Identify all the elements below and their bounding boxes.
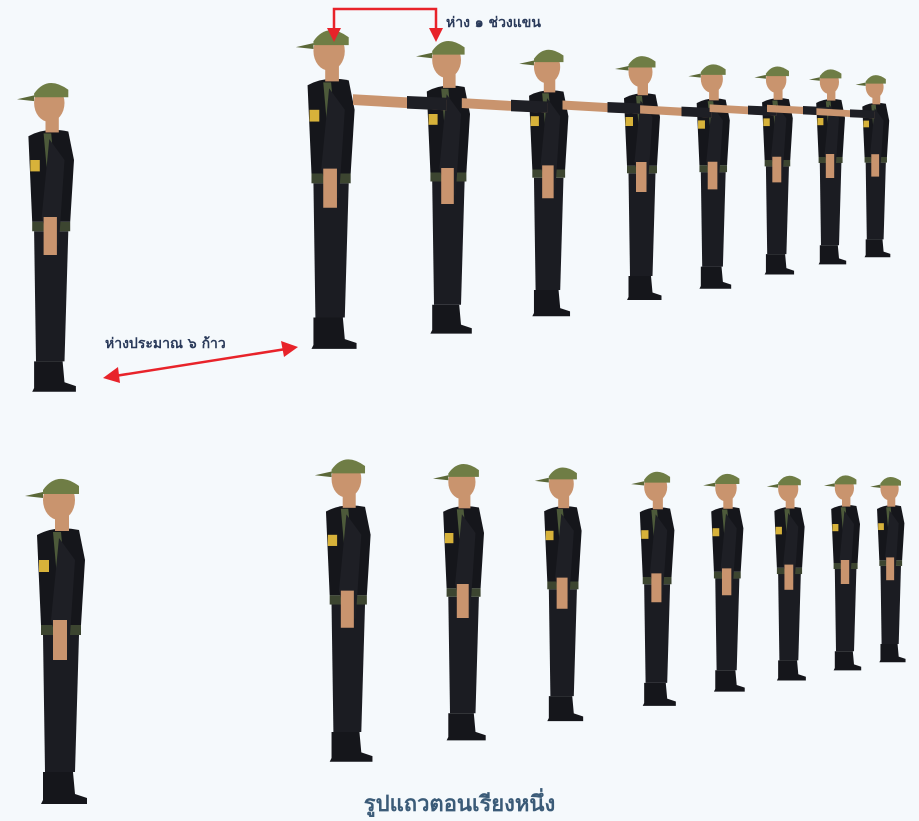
soldier-bottom-4 xyxy=(631,471,676,706)
figure-caption: รูปแถวตอนเรียงหนึ่ง xyxy=(363,792,556,817)
soldier-top-2 xyxy=(353,41,472,334)
step-distance-label: ห่างประมาณ ๖ ก้าว xyxy=(105,336,226,352)
leader-bottom xyxy=(25,478,87,804)
soldier-top-3 xyxy=(462,50,570,317)
soldier-bottom-1 xyxy=(314,459,373,762)
arm-distance-arrow xyxy=(332,7,438,30)
arm-distance-label: ห่าง ๑ ช่วงแขน xyxy=(446,15,541,31)
row-bottom-soldiers xyxy=(314,459,906,762)
arrowhead-down-right xyxy=(429,28,443,42)
arrowhead-down-left xyxy=(327,28,341,42)
soldier-bottom-6 xyxy=(766,475,806,681)
leader-top xyxy=(16,82,76,392)
step-distance-arrow xyxy=(103,341,298,383)
soldier-bottom-5 xyxy=(703,473,745,692)
soldier-bottom-8 xyxy=(870,476,906,663)
soldier-bottom-3 xyxy=(534,467,584,722)
soldier-bottom-7 xyxy=(824,475,862,671)
soldier-top-4 xyxy=(563,56,662,300)
row-top-soldiers xyxy=(295,30,891,349)
soldier-bottom-2 xyxy=(433,464,486,741)
soldier-top-1 xyxy=(295,30,357,349)
